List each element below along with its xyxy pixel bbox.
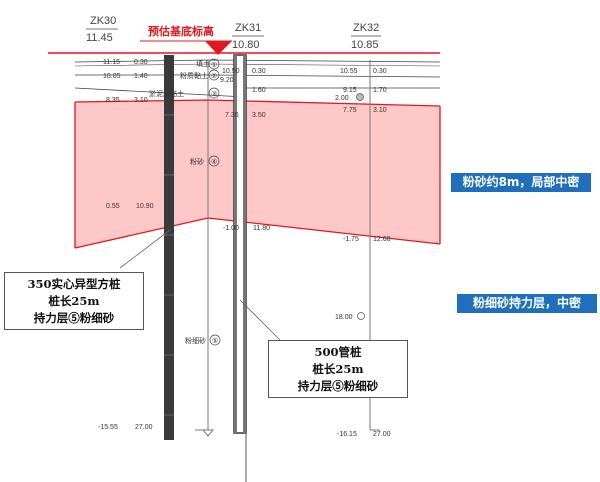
svg-text:11.15: 11.15 — [103, 59, 120, 66]
svg-text:0.30: 0.30 — [373, 68, 387, 75]
svg-text:1.40: 1.40 — [134, 73, 148, 80]
pipe-pile-500 — [233, 54, 247, 482]
svg-text:11.80: 11.80 — [253, 225, 270, 232]
svg-text:-1.00: -1.00 — [223, 225, 239, 232]
svg-text:7.30: 7.30 — [225, 112, 239, 119]
svg-text:7.75: 7.75 — [343, 107, 357, 114]
svg-text:粉细砂: 粉细砂 — [185, 336, 206, 345]
borehole-zk32-elevation: 10.85 — [351, 39, 379, 51]
svg-text:10.05: 10.05 — [103, 73, 121, 80]
svg-text:1.60: 1.60 — [252, 87, 266, 94]
svg-text:0.55: 0.55 — [106, 203, 120, 210]
borehole-zk30-name: ZK30 — [90, 15, 116, 27]
svg-text:⑤: ⑤ — [212, 337, 218, 345]
svg-text:①: ① — [211, 61, 217, 69]
design-elevation-marker-icon — [205, 41, 232, 55]
borehole-zk31-name: ZK31 — [235, 22, 261, 34]
callout-square-pile: 350实心异型方桩 桩长25m 持力层⑤粉细砂 — [4, 272, 144, 330]
square-pile-350 — [164, 55, 174, 440]
svg-text:填土: 填土 — [196, 59, 210, 68]
sample-marker-icon — [357, 312, 365, 320]
svg-text:3.50: 3.50 — [252, 112, 266, 119]
tag-silt-sand: 粉砂约8m，局部中密 — [451, 173, 591, 192]
svg-text:12.60: 12.60 — [373, 236, 391, 243]
svg-text:2.00: 2.00 — [335, 95, 349, 102]
svg-text:3.10: 3.10 — [134, 97, 148, 104]
svg-text:④: ④ — [211, 158, 217, 166]
svg-text:9.15: 9.15 — [343, 87, 357, 94]
svg-text:27.00: 27.00 — [373, 431, 391, 438]
svg-text:0.30: 0.30 — [134, 59, 148, 66]
svg-text:1.70: 1.70 — [373, 87, 387, 94]
svg-text:0.30: 0.30 — [252, 68, 266, 75]
svg-text:淤泥质黏土: 淤泥质黏土 — [149, 89, 184, 98]
borehole-zk30-elevation: 11.45 — [86, 32, 113, 44]
borehole-zk31-elevation: 10.80 — [232, 39, 260, 51]
svg-text:10.90: 10.90 — [136, 203, 154, 210]
sample-marker-icon — [356, 93, 364, 101]
svg-text:8.35: 8.35 — [106, 97, 120, 104]
svg-text:粉质黏土: 粉质黏土 — [180, 71, 208, 80]
svg-text:-1.75: -1.75 — [343, 236, 359, 243]
svg-text:3.10: 3.10 — [373, 107, 387, 114]
svg-text:②: ② — [211, 72, 217, 80]
svg-text:-15.55: -15.55 — [98, 424, 118, 431]
svg-text:10.55: 10.55 — [340, 68, 358, 75]
svg-text:27.00: 27.00 — [135, 424, 153, 431]
svg-text:9.20: 9.20 — [220, 77, 234, 84]
tag-bearing-layer: 粉细砂持力层，中密 — [457, 294, 597, 313]
svg-text:10.50: 10.50 — [222, 68, 240, 75]
borehole-zk32-name: ZK32 — [353, 22, 379, 34]
design-base-label: 预估基底标高 — [148, 24, 214, 38]
svg-text:18.00: 18.00 — [335, 314, 353, 321]
svg-text:粉砂: 粉砂 — [190, 157, 204, 166]
callout-pipe-pile: 500管桩 桩长25m 持力层⑤粉细砂 — [268, 340, 408, 398]
svg-text:-16.15: -16.15 — [337, 431, 357, 438]
svg-text:③: ③ — [211, 90, 217, 98]
